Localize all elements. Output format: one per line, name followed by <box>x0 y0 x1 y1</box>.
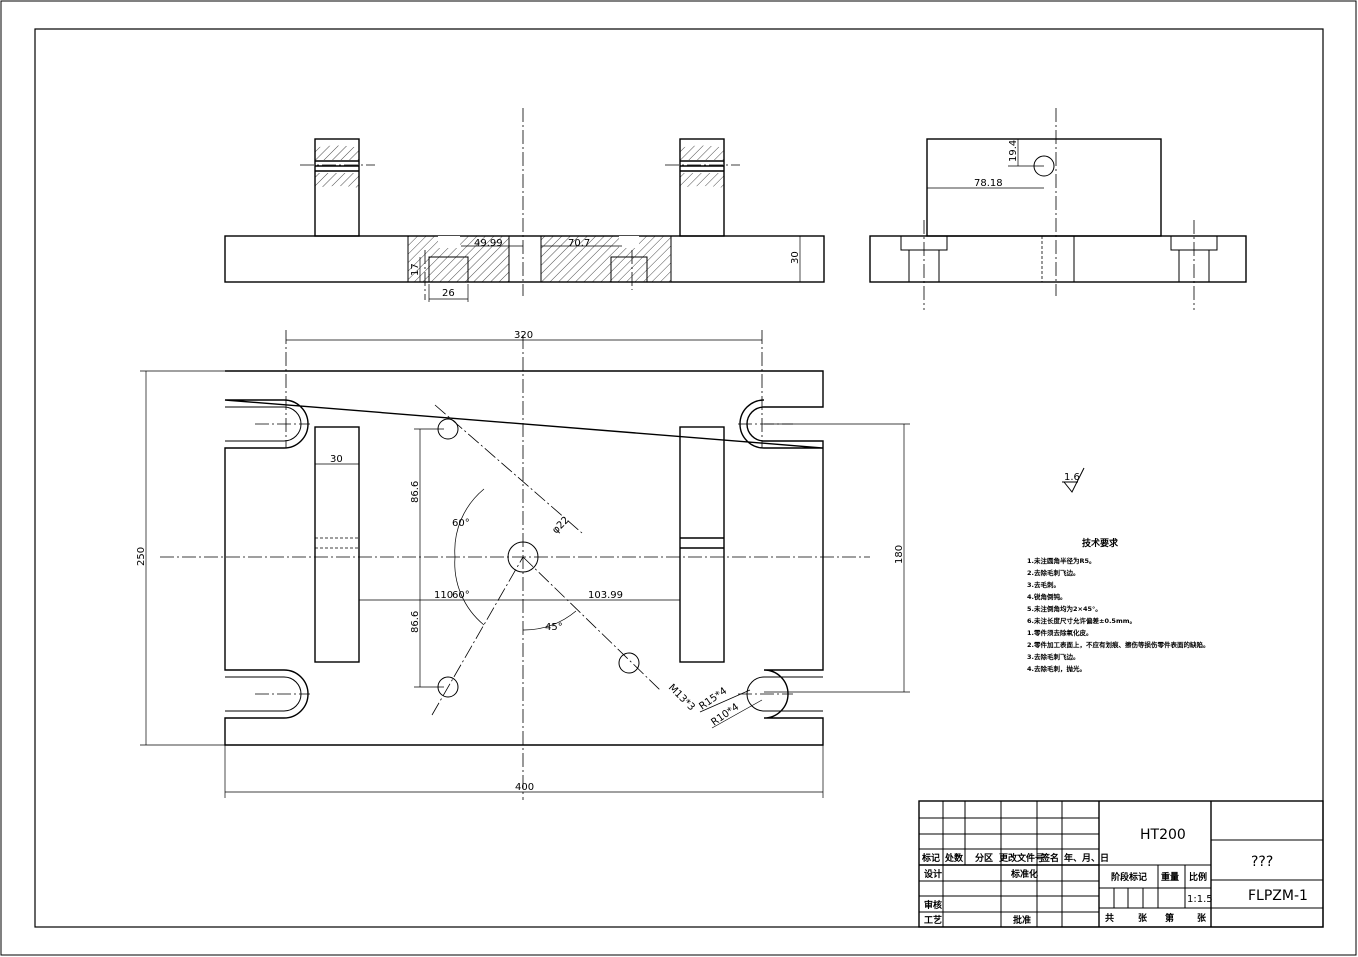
material: HT200 <box>1140 827 1186 843</box>
tech-item: 2.零件加工表面上，不应有划痕、擦伤等损伤零件表面的缺陷。 <box>1027 640 1210 649</box>
side-view: 19.4 78.18 <box>869 108 1247 310</box>
dim-phi-22: φ22 <box>550 515 571 536</box>
label-date: 年、月、日 <box>1064 852 1109 864</box>
roughness-value: 1.6 <box>1064 472 1080 483</box>
plan-view: 60° 60° 45° φ22 M13*3 R15*4 R10*4 86.6 8… <box>136 330 910 800</box>
label-weight: 重量 <box>1161 871 1179 883</box>
label-sheet: 张 <box>1197 912 1207 924</box>
tech-item: 6.未注长度尺寸允许偏差±0.5mm。 <box>1027 616 1136 625</box>
label-no: 第 <box>1165 912 1174 924</box>
angle-60-upper: 60° <box>452 518 470 529</box>
part-name: ??? <box>1251 854 1273 870</box>
label-ratio: 比例 <box>1189 871 1207 883</box>
dim-250: 250 <box>136 547 147 566</box>
label-mark: 标记 <box>921 852 940 864</box>
dim-19-4: 19.4 <box>1008 140 1019 162</box>
label-design: 设计 <box>924 868 942 880</box>
scale-value: 1:1.5 <box>1187 894 1213 905</box>
dim-180: 180 <box>894 545 905 564</box>
dim-49-99: 49.99 <box>474 238 503 249</box>
dim-320: 320 <box>514 330 533 341</box>
tech-item: 2.去除毛刺飞边。 <box>1027 568 1080 577</box>
dim-70-7: 70.7 <box>568 238 590 249</box>
dim-30-plan: 30 <box>330 454 343 465</box>
tech-requirements: 技术要求 1.未注圆角半径为R5。 2.去除毛刺飞边。 3.去毛刺。 4.锐角倒… <box>1027 537 1210 673</box>
label-signature: 签名 <box>1040 852 1059 864</box>
tech-item: 5.未注倒角均为2×45°。 <box>1027 604 1102 613</box>
label-process: 工艺 <box>924 914 942 926</box>
label-sheets: 张 <box>1138 912 1148 924</box>
tech-item: 1.未注圆角半径为R5。 <box>1027 556 1096 565</box>
angle-60-lower: 60° <box>452 590 470 601</box>
dim-86-6-upper: 86.6 <box>410 481 421 503</box>
angle-45: 45° <box>545 622 563 633</box>
front-view: 49.99 70.7 30 17 26 <box>224 108 825 302</box>
label-count: 处数 <box>944 852 964 864</box>
dim-400: 400 <box>515 782 534 793</box>
tech-item: 4.去除毛刺，抛光。 <box>1027 664 1086 673</box>
label-standard: 标准化 <box>1010 868 1038 880</box>
dim-110: 110 <box>434 590 453 601</box>
label-change-doc: 更改文件号 <box>999 852 1044 864</box>
label-stage: 阶段标记 <box>1111 871 1147 883</box>
drawing-number: FLPZM-1 <box>1248 888 1308 904</box>
dim-26: 26 <box>442 288 455 299</box>
tech-item: 1.零件须去除氧化皮。 <box>1027 628 1093 637</box>
inner-border <box>34 28 1324 928</box>
roughness-symbol: 1.6 <box>1062 467 1085 493</box>
title-block: HT200 ??? FLPZM-1 1:1.5 标记 处数 分区 更改文件号 签… <box>918 800 1324 928</box>
tech-title: 技术要求 <box>1082 537 1119 549</box>
label-approve: 批准 <box>1013 914 1031 926</box>
dim-30-front: 30 <box>790 251 801 264</box>
tech-item: 3.去毛刺。 <box>1027 580 1060 589</box>
dim-m13: M13*3 <box>666 682 697 713</box>
label-review: 审核 <box>924 899 942 911</box>
tech-item: 4.锐角倒钝。 <box>1027 592 1067 601</box>
label-zone: 分区 <box>975 852 993 864</box>
dim-17: 17 <box>410 263 421 276</box>
dim-86-6-lower: 86.6 <box>410 611 421 633</box>
tech-item: 3.去除毛刺飞边。 <box>1027 652 1080 661</box>
dim-78-18: 78.18 <box>974 178 1003 189</box>
label-total: 共 <box>1105 912 1114 924</box>
dim-103-99: 103.99 <box>588 590 623 601</box>
